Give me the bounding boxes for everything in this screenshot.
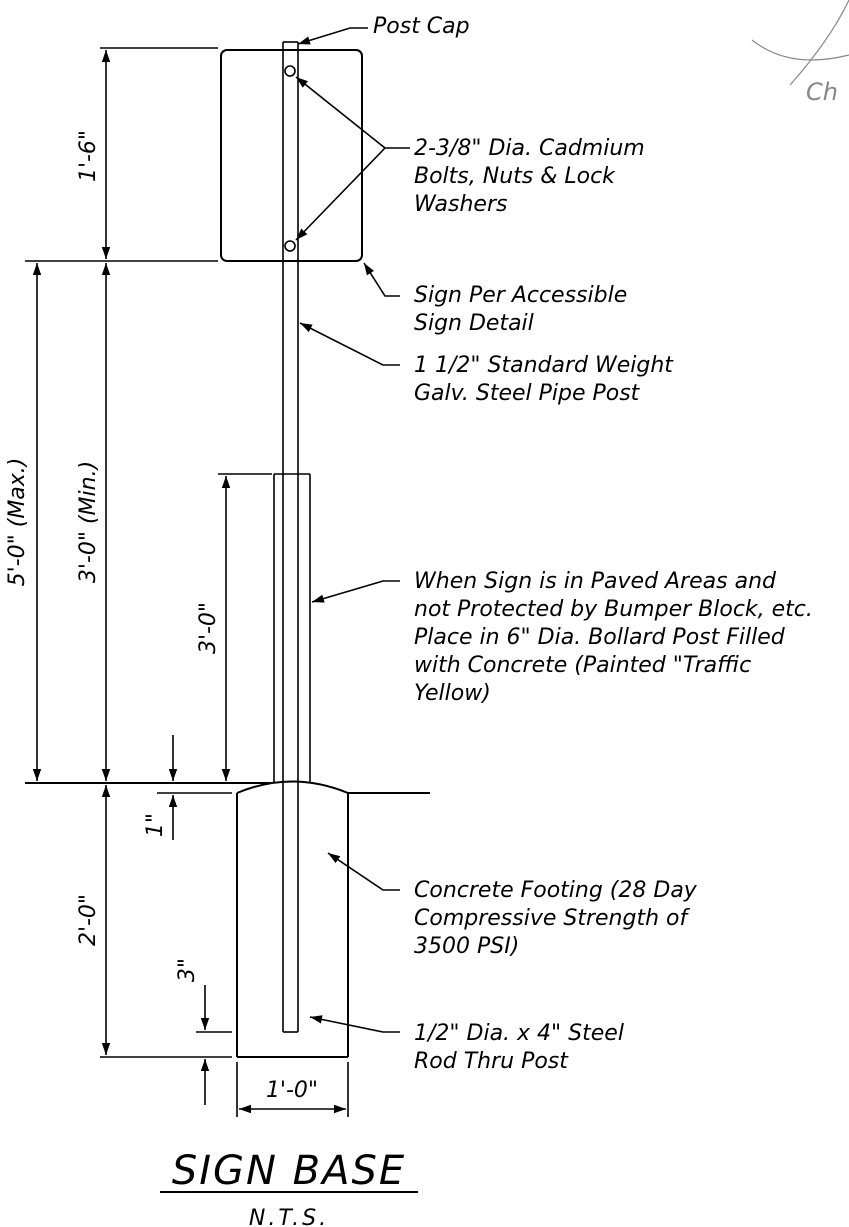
callout-sign: Sign Per Accessible Sign Detail	[414, 283, 627, 336]
callout-rod: 1/2" Dia. x 4" Steel Rod Thru Post	[414, 1021, 624, 1074]
corner-mark: Ch	[806, 78, 838, 106]
leader-bolt-upper	[295, 76, 410, 149]
callout-bollard-line-2: not Protected by Bumper Block, etc.	[414, 597, 813, 622]
callout-rod-line-1: 1/2" Dia. x 4" Steel	[414, 1021, 624, 1046]
callout-sign-line-2: Sign Detail	[414, 311, 534, 336]
callout-sign-line-1: Sign Per Accessible	[414, 283, 627, 308]
footing-crown	[236, 780, 349, 794]
callout-footing-line-1: Concrete Footing (28 Day	[414, 878, 698, 903]
callout-bolts-line-2: Bolts, Nuts & Lock	[414, 164, 616, 189]
callout-footing-line-3: 3500 PSI)	[414, 934, 519, 959]
dim-sign-height: 1'-6"	[76, 130, 101, 182]
callout-bollard-line-5: Yellow)	[414, 681, 491, 706]
callout-bolts-line-3: Washers	[414, 192, 507, 217]
dim-min-height: 3'-0" (Min.)	[76, 461, 101, 583]
callout-bolts-line-1: 2-3/8" Dia. Cadmium	[414, 136, 645, 161]
drawing-scale-note: N.T.S.	[249, 1206, 329, 1227]
callout-pipe-line-1: 1 1/2" Standard Weight	[414, 353, 674, 378]
dim-max-height: 5'-0" (Max.)	[5, 458, 30, 587]
callout-post-cap: Post Cap	[373, 14, 470, 39]
pipe-post	[282, 41, 299, 1033]
dim-crown: 1"	[143, 813, 168, 837]
callout-bollard: When Sign is in Paved Areas and not Prot…	[414, 569, 813, 706]
callout-bollard-line-1: When Sign is in Paved Areas and	[414, 569, 777, 594]
callout-footing-line-2: Compressive Strength of	[414, 906, 690, 931]
callout-pipe: 1 1/2" Standard Weight Galv. Steel Pipe …	[414, 353, 674, 406]
dim-bollard-height: 3'-0"	[196, 602, 221, 654]
leader-sign	[363, 262, 400, 297]
callout-bolts: 2-3/8" Dia. Cadmium Bolts, Nuts & Lock W…	[414, 136, 645, 217]
leader-post-cap	[297, 27, 368, 45]
leader-bollard	[311, 580, 400, 603]
lower-bolt	[284, 240, 296, 252]
sign-panel	[220, 49, 363, 262]
callout-rod-line-2: Rod Thru Post	[414, 1049, 569, 1074]
callout-bollard-line-3: Place in 6" Dia. Bollard Post Filled	[414, 625, 786, 650]
leader-footing	[327, 852, 400, 891]
dim-footing-width: 1'-0"	[266, 1078, 318, 1103]
concrete-footing	[236, 793, 349, 1058]
callout-bollard-line-4: with Concrete (Painted "Traffic	[414, 653, 751, 678]
bollard-sleeve	[273, 473, 311, 783]
dim-rod-offset: 3"	[175, 958, 200, 982]
drawing-title: SIGN BASE	[172, 1148, 406, 1194]
dim-footing-depth: 2'-0"	[76, 894, 101, 946]
leader-rod	[309, 1015, 400, 1033]
leader-bolt-lower	[295, 147, 386, 241]
leader-pipe	[299, 322, 400, 366]
upper-bolt	[284, 65, 296, 77]
corner-stamp: Ch	[751, 0, 849, 106]
callout-pipe-line-2: Galv. Steel Pipe Post	[414, 381, 641, 406]
callout-footing: Concrete Footing (28 Day Compressive Str…	[414, 878, 698, 959]
